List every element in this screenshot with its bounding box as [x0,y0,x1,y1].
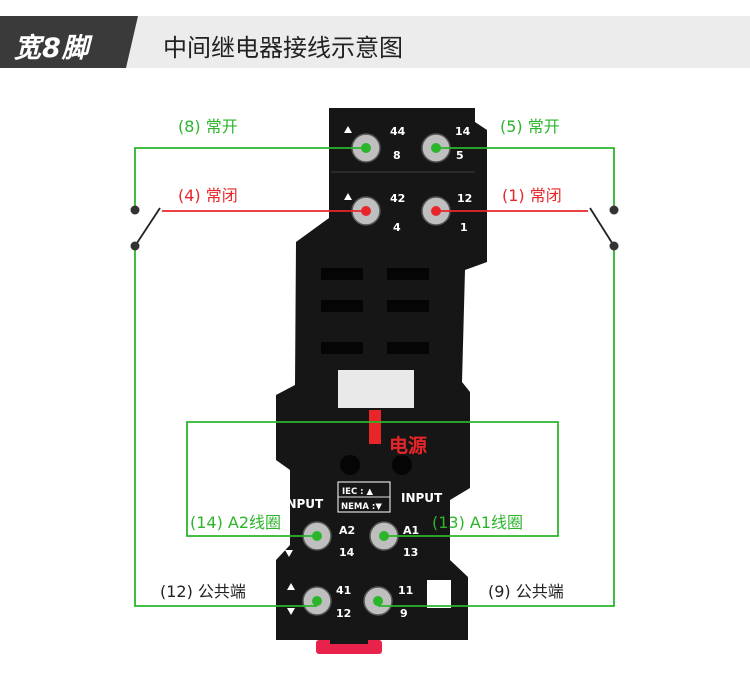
label-no-5: (5) 常开 [500,117,560,136]
terminal-screws [302,133,451,616]
terminal-12: 12 [457,192,472,205]
input-label-left: INPUT [282,497,324,511]
iec-label: IEC : ▲ [342,487,374,497]
mounting-hole-bottom [427,580,451,608]
header-tag-shape [0,16,138,68]
label-window [338,370,414,408]
label-nc-4: (4) 常闭 [178,186,238,205]
label-no-8: (8) 常开 [178,117,238,136]
terminal-a1: A1 [403,524,419,537]
terminal-1: 1 [460,221,468,234]
label-power: 电源 [389,434,427,457]
label-coil-14: (14) A2线圈 [190,513,281,532]
input-label-right: INPUT [401,491,443,505]
terminal-11: 11 [398,584,413,597]
mounting-hole-top [300,130,322,158]
terminal-8: 8 [393,149,401,162]
label-com-9: (9) 公共端 [488,582,564,601]
switch-left [134,207,161,247]
terminal-14: 14 [455,125,471,138]
switch-right [589,207,615,247]
contact-dot [609,241,619,251]
power-indicator [369,410,381,444]
wiring-coil [186,421,559,537]
contact-dot [130,241,140,251]
page-title: 中间继电器接线示意图 [163,34,403,62]
terminal-5: 5 [456,149,464,162]
terminal-44: 44 [390,125,406,138]
socket-arrows [285,126,352,615]
terminal-42: 42 [390,192,405,205]
terminal-a1-num: 13 [403,546,418,559]
label-coil-13: (13) A1线圈 [432,513,523,532]
terminal-9: 9 [400,607,408,620]
wiring-normally-open [134,147,615,607]
terminal-12b: 12 [336,607,351,620]
nema-label: NEMA :▼ [341,502,382,512]
relay-socket-body [276,108,487,654]
terminal-a2-num: 14 [339,546,355,559]
terminal-41: 41 [336,584,351,597]
terminal-4: 4 [393,221,401,234]
contact-dot [609,205,619,215]
header-tag: 宽8脚 [14,33,90,64]
label-nc-1: (1) 常闭 [502,186,562,205]
terminal-a2: A2 [339,524,355,537]
contact-dot [130,205,140,215]
label-com-12: (12) 公共端 [160,582,246,601]
connection-dots [312,143,441,606]
